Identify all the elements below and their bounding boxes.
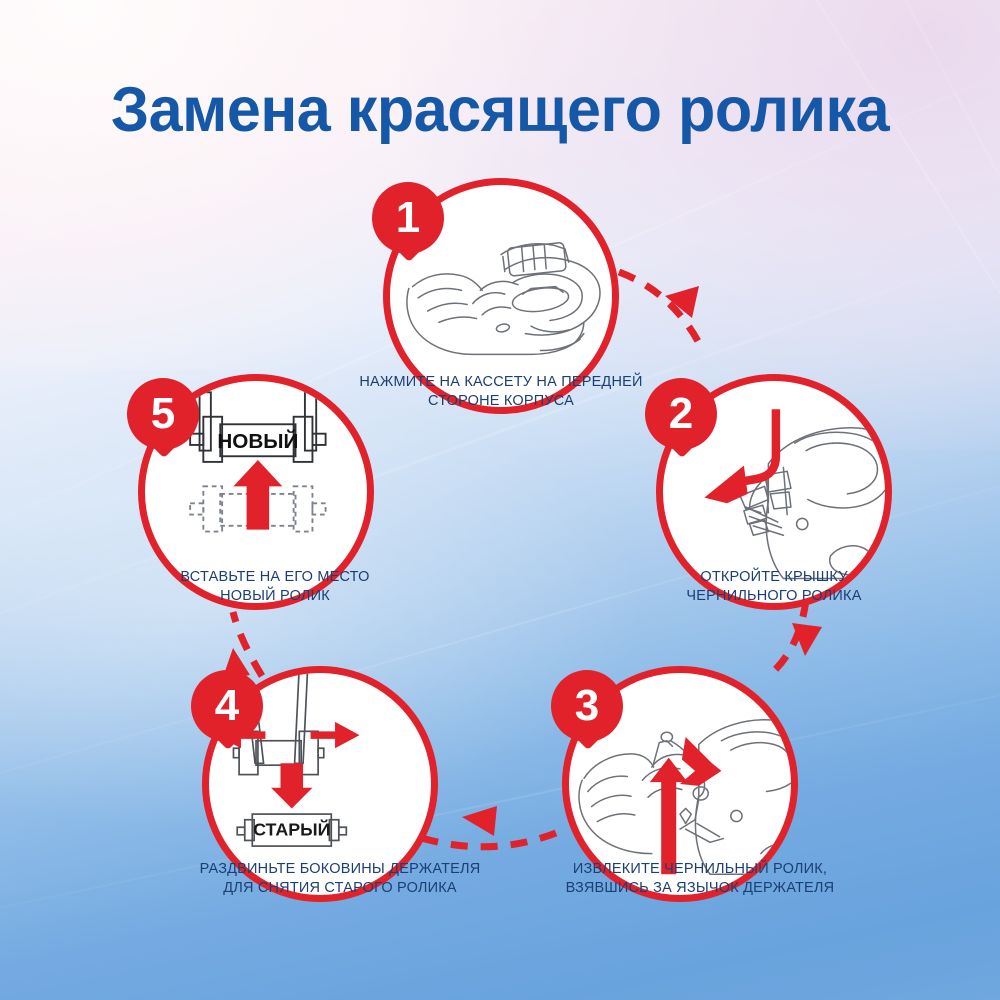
step-5-roller-label: НОВЫЙ <box>217 429 298 453</box>
step-3-badge: 3 <box>551 670 623 742</box>
step-1-number: 1 <box>395 193 421 242</box>
step-4[interactable]: СТАРЫЙ 4 <box>191 666 438 902</box>
step-5-arrow-up <box>233 460 283 530</box>
step-1-circle <box>383 178 619 414</box>
step-5-circle: НОВЫЙ <box>138 374 374 610</box>
step-2-number: 2 <box>668 389 694 438</box>
step-3[interactable]: 3 <box>551 666 798 902</box>
step-3-arrow-up <box>649 757 688 875</box>
step-2[interactable]: 2 <box>645 374 892 610</box>
step-5-illustration: НОВЫЙ <box>189 391 327 533</box>
step-2-illustration <box>704 409 885 580</box>
step-3-illustration <box>578 719 791 876</box>
step-5-badge: 5 <box>127 378 199 450</box>
step-2-caption: ОТКРОЙТЕ КРЫШКУ ЧЕРНИЛЬНОГО РОЛИКА <box>686 569 862 604</box>
step-4-number: 4 <box>214 681 240 730</box>
step-3-caption: ИЗВЛЕКИТЕ ЧЕРНИЛЬНЫЙ РОЛИК, ВЗЯВШИСЬ ЗА … <box>565 861 835 896</box>
step-2-badge: 2 <box>645 378 717 450</box>
step-5-caption: ВСТАВЬТЕ НА ЕГО МЕСТО НОВЫЙ РОЛИК <box>180 569 370 604</box>
step-4-roller-label: СТАРЫЙ <box>253 819 330 840</box>
step-1[interactable]: 1 <box>372 178 619 414</box>
step-5-number: 5 <box>150 389 176 438</box>
step-4-badge: 4 <box>191 670 263 742</box>
page-title: Замена красящего ролика <box>110 75 890 145</box>
step-2-arrow <box>704 465 748 504</box>
step-1-badge: 1 <box>372 182 444 254</box>
step-4-caption: РАЗДВИНЬТЕ БОКОВИНЫ ДЕРЖАТЕЛЯ ДЛЯ СНЯТИЯ… <box>199 861 481 896</box>
step-1-illustration <box>406 242 601 356</box>
step-5[interactable]: НОВЫЙ 5 <box>127 374 374 610</box>
step-3-arrow-diagonal <box>680 736 722 786</box>
step-4-circle: СТАРЫЙ <box>202 666 438 902</box>
step-3-number: 3 <box>574 681 600 730</box>
step-1-caption: НАЖМИТЕ НА КАССЕТУ НА ПЕРЕДНЕЙ СТОРОНЕ К… <box>359 374 643 409</box>
